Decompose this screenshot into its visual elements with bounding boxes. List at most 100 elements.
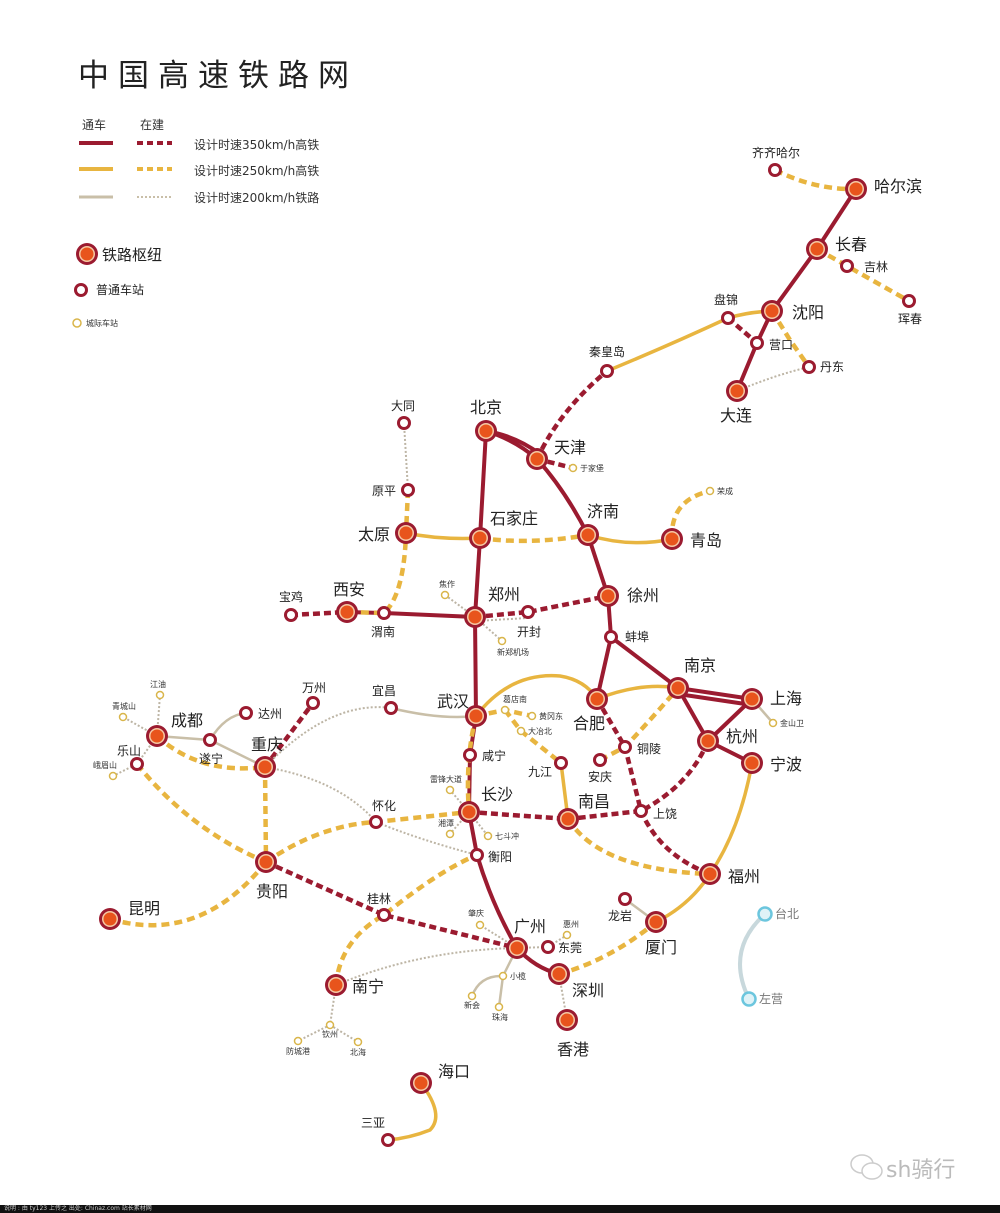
intercity-station[interactable]: 新郑机场	[497, 636, 529, 658]
hub-changsha[interactable]: 长沙	[458, 785, 513, 823]
hub-harbin[interactable]: 哈尔滨	[845, 177, 922, 200]
taiwan-station[interactable]: 台北	[757, 906, 800, 922]
hub-label: 广州	[514, 917, 546, 936]
hub-beijing[interactable]: 北京	[470, 398, 502, 442]
station-kaifeng[interactable]: 开封	[517, 605, 541, 639]
station-panjin[interactable]: 盘锦	[714, 292, 738, 325]
intercity-station[interactable]: 荣成	[705, 486, 734, 496]
station-suining[interactable]: 遂宁	[199, 733, 223, 766]
intercity-station[interactable]: 江油	[150, 679, 166, 700]
station-dandong[interactable]: 丹东	[802, 360, 844, 374]
hub-hangzhou[interactable]: 杭州	[697, 727, 758, 752]
station-yingkou[interactable]: 营口	[750, 336, 793, 352]
intercity-station-label: 新郑机场	[497, 647, 529, 657]
station-label: 三亚	[361, 1116, 385, 1130]
station-weinan[interactable]: 渭南	[371, 606, 395, 639]
station-jilin[interactable]: 吉林	[840, 259, 888, 274]
station-guilin[interactable]: 桂林	[367, 891, 391, 922]
legend-intercity-label: 城际车站	[86, 318, 118, 328]
station-label: 乐山	[117, 744, 141, 758]
intercity-station[interactable]: 惠州	[562, 919, 579, 940]
station-baoji[interactable]: 宝鸡	[279, 589, 303, 622]
station-datong[interactable]: 大同	[391, 399, 415, 430]
hub-taiyuan[interactable]: 太原	[358, 522, 417, 544]
rail-line-250-building	[109, 860, 268, 928]
intercity-station[interactable]: 小榄	[498, 971, 527, 981]
hub-shenzhen[interactable]: 深圳	[548, 963, 604, 1000]
station-jiujiang[interactable]: 九江	[528, 756, 568, 779]
intercity-station[interactable]: 青城山	[112, 701, 136, 722]
hub-wuhan[interactable]: 武汉	[437, 692, 487, 727]
intercity-station-label: 珠海	[492, 1012, 508, 1022]
intercity-station[interactable]: 北海	[350, 1037, 366, 1058]
intercity-station[interactable]: 湘潭	[438, 818, 455, 839]
hub-chongqing[interactable]: 重庆	[251, 735, 283, 778]
hub-xiamen[interactable]: 厦门	[645, 911, 677, 957]
hub-kunming[interactable]: 昆明	[99, 899, 160, 930]
station-hunchun[interactable]: 珲春	[898, 294, 922, 326]
hub-hongkong[interactable]: 香港	[556, 1009, 589, 1059]
station-dazhou[interactable]: 达州	[239, 706, 282, 721]
station-label: 衡阳	[488, 850, 512, 864]
hub-zhengzhou[interactable]: 郑州	[464, 585, 520, 628]
station-hengyang[interactable]: 衡阳	[470, 848, 512, 864]
hub-shenyang[interactable]: 沈阳	[761, 300, 824, 322]
hub-fuzhou[interactable]: 福州	[699, 863, 760, 886]
station-dongguan[interactable]: 东莞	[541, 940, 582, 955]
intercity-station[interactable]: 雷锋大道	[430, 774, 462, 795]
hub-guangzhou[interactable]: 广州	[506, 917, 546, 959]
hub-shijiazhuang[interactable]: 石家庄	[469, 509, 538, 549]
station-anqing[interactable]: 安庆	[588, 753, 612, 784]
hub-changchun[interactable]: 长春	[806, 235, 867, 260]
rail-line-350-building	[265, 859, 518, 951]
station-xianning[interactable]: 咸宁	[463, 748, 506, 763]
hub-qingdao[interactable]: 青岛	[661, 528, 722, 550]
hub-label: 长沙	[481, 785, 513, 804]
hub-hefei[interactable]: 合肥	[573, 688, 608, 733]
intercity-station[interactable]: 防城港	[286, 1036, 310, 1057]
station-qiqihar[interactable]: 齐齐哈尔	[752, 145, 800, 177]
hub-haikou[interactable]: 海口	[410, 1062, 470, 1094]
intercity-station[interactable]: 金山卫	[768, 718, 805, 728]
rail-line-250-open	[474, 673, 679, 718]
station-bengbu[interactable]: 蚌埠	[604, 630, 649, 644]
station-huaihua[interactable]: 怀化	[369, 799, 396, 829]
intercity-station[interactable]: 于家堡	[568, 463, 605, 473]
taiwan-station[interactable]: 左营	[741, 991, 784, 1007]
intercity-station[interactable]: 肇庆	[468, 908, 485, 930]
intercity-station[interactable]: 钦州	[322, 1020, 338, 1040]
station-tongling[interactable]: 铜陵	[618, 740, 661, 756]
station-label: 怀化	[372, 799, 396, 813]
hub-guiyang[interactable]: 贵阳	[255, 851, 288, 901]
station-yuanping[interactable]: 原平	[372, 483, 415, 498]
hub-shanghai[interactable]: 上海	[741, 688, 802, 710]
hub-jinan[interactable]: 济南	[577, 502, 619, 546]
hub-nanchang[interactable]: 南昌	[557, 792, 610, 830]
intercity-station[interactable]: 珠海	[492, 1002, 508, 1023]
station-sanya[interactable]: 三亚	[361, 1116, 395, 1147]
hub-nanning[interactable]: 南宁	[325, 974, 384, 996]
hub-nanjing[interactable]: 南京	[667, 656, 716, 699]
intercity-station[interactable]: 大冶北	[516, 726, 553, 736]
hub-ningbo[interactable]: 宁波	[741, 752, 802, 774]
intercity-station[interactable]: 七斗冲	[483, 831, 520, 841]
hub-chengdu[interactable]: 成都	[146, 711, 203, 747]
station-wanzhou[interactable]: 万州	[302, 681, 326, 710]
intercity-station[interactable]: 葛店南	[500, 694, 528, 715]
intercity-station[interactable]: 黄冈东	[527, 711, 564, 721]
station-leshan[interactable]: 乐山	[117, 744, 144, 771]
intercity-station-label: 新会	[464, 1000, 480, 1010]
station-shangrao[interactable]: 上饶	[634, 804, 677, 821]
hub-label: 杭州	[726, 727, 758, 746]
hub-dalian[interactable]: 大连	[720, 380, 752, 425]
intercity-station[interactable]: 新会	[464, 991, 480, 1011]
station-qinhuangdao[interactable]: 秦皇岛	[589, 344, 625, 378]
hub-xuzhou[interactable]: 徐州	[597, 585, 659, 607]
intercity-station[interactable]: 焦作	[439, 579, 455, 600]
intercity-station[interactable]: 峨眉山	[93, 760, 118, 781]
hub-tianjin[interactable]: 天津	[526, 438, 586, 470]
rail-line-250-building	[262, 766, 269, 863]
station-longyan[interactable]: 龙岩	[608, 892, 632, 923]
station-yichang[interactable]: 宜昌	[372, 683, 398, 715]
hub-xian[interactable]: 西安	[333, 580, 365, 623]
